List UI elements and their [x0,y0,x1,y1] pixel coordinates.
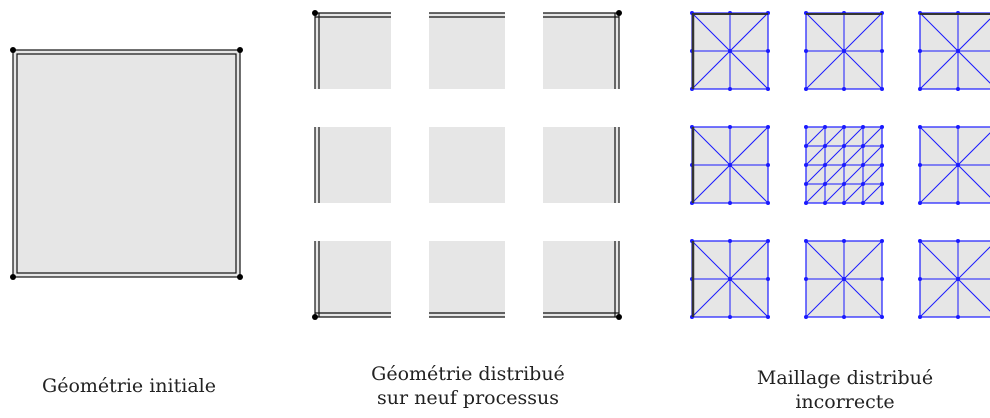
subdomain [315,127,391,203]
mesh-node [956,49,960,53]
caption-line: Géométrie distribué [371,363,565,385]
panel-distributed-geometry [312,10,622,320]
mesh-edge [824,145,845,166]
mesh-node [823,144,827,148]
mesh-edge [843,145,864,166]
subdomain-border [919,126,990,204]
mesh-node [956,277,960,281]
caption-line: Géométrie initiale [42,375,216,397]
domain-outer-boundary [12,49,241,278]
corner-vertex [312,10,318,16]
corner-vertex [237,274,243,280]
mesh-edge [805,183,826,204]
mesh-node [823,182,827,186]
mesh-subdomain [690,239,770,319]
mesh-subdomain [804,125,884,205]
panel-initial-geometry [10,47,243,280]
mesh-edge [843,164,864,185]
subdomain [543,13,619,89]
mesh-edge [824,126,845,147]
mesh-edge [862,145,883,166]
mesh-subdomain [918,239,990,319]
domain-inner-boundary [16,53,237,274]
mesh-edge [862,126,883,147]
mesh-node [823,163,827,167]
subdomain [543,241,619,317]
caption-line: incorrecte [795,391,895,413]
mesh-node [842,182,846,186]
mesh-node [842,144,846,148]
subdomain [429,241,505,317]
subdomain [429,127,505,203]
caption-line: Maillage distribué [756,367,934,389]
mesh-edge [805,145,826,166]
mesh-edge [824,164,845,185]
mesh-node [728,277,732,281]
mesh-edge [805,164,826,185]
mesh-subdomain [804,11,884,91]
mesh-edge [824,183,845,204]
subdomain [315,13,391,89]
mesh-edge [805,126,826,147]
mesh-node [842,277,846,281]
mesh-edge [843,183,864,204]
mesh-subdomain [918,11,990,91]
mesh-node [728,163,732,167]
mesh-edge [843,126,864,147]
subdomain-border [805,126,883,204]
caption-distributed-mesh: Maillage distribué incorrecte [700,366,990,414]
mesh-node [842,49,846,53]
corner-vertex [10,47,16,53]
subdomain [429,13,505,89]
subdomain-border [919,240,990,318]
corner-vertex [10,274,16,280]
subdomain [315,241,391,317]
corner-vertex [616,314,622,320]
mesh-node [728,49,732,53]
mesh-node [842,163,846,167]
domain-square [13,50,240,277]
mesh-node [956,163,960,167]
corner-vertex [616,10,622,16]
mesh-edge [862,164,883,185]
mesh-node [861,144,865,148]
corner-vertex [312,314,318,320]
mesh-edge [862,183,883,204]
subdomain-border [805,240,883,318]
caption-initial-geometry: Géométrie initiale [0,374,258,398]
caption-distributed-geometry: Géométrie distribué sur neuf processus [318,362,618,410]
subdomain [543,127,619,203]
mesh-node [861,163,865,167]
mesh-node [861,182,865,186]
panel-distributed-mesh [690,11,990,319]
mesh-subdomain [918,125,990,205]
corner-vertex [237,47,243,53]
mesh-subdomain [804,239,884,319]
mesh-subdomain [690,125,770,205]
mesh-subdomain [690,11,770,91]
caption-line: sur neuf processus [377,387,559,409]
